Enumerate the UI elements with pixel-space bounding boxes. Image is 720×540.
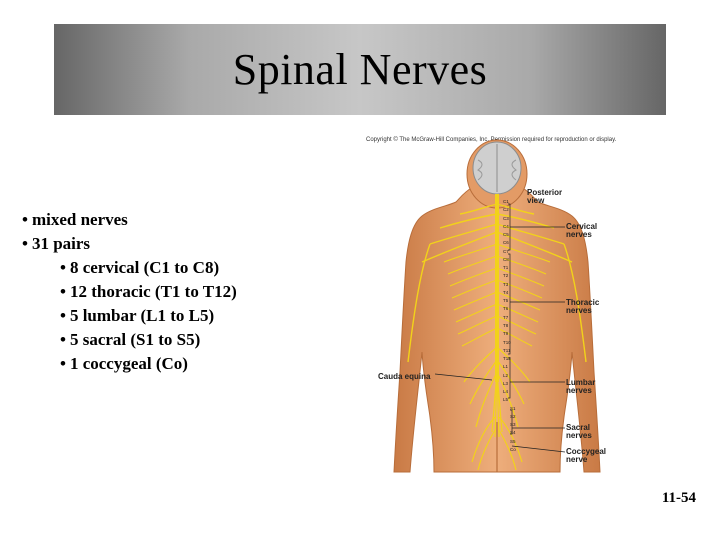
bullet-text: 1 coccygeal (Co)	[69, 354, 188, 373]
segment-label-c6: C6	[503, 240, 509, 246]
segment-label-c3: C3	[503, 215, 509, 221]
bullet-item: •mixed nerves	[22, 208, 352, 232]
bullet-item: •31 pairs	[22, 232, 352, 256]
cauda-equina-label: Cauda equina	[378, 372, 431, 381]
sub-bullet-item: •1 coccygeal (Co)	[22, 352, 352, 376]
segment-label-t3: T3	[503, 281, 509, 287]
segment-label-t10: T10	[503, 339, 511, 345]
bullet-glyph: •	[60, 354, 66, 373]
brain-fold	[511, 159, 517, 181]
label-line: Cervical	[566, 222, 598, 231]
segment-label-t1: T1	[503, 265, 509, 271]
bullet-text: 31 pairs	[31, 234, 91, 253]
segment-label-t5: T5	[503, 298, 509, 304]
figure-copyright: Copyright © The McGraw-Hill Companies, I…	[366, 137, 617, 143]
segment-label-t6: T6	[503, 306, 509, 312]
thoracic-nerve-branches	[443, 243, 551, 347]
view-label-line: view	[527, 196, 545, 205]
segment-label-c4: C4	[503, 223, 509, 229]
slide-title: Spinal Nerves	[232, 45, 488, 94]
bullet-text: 12 thoracic (T1 to T12)	[69, 282, 237, 301]
label-line: nerves	[566, 431, 592, 440]
segment-label-t7: T7	[503, 314, 509, 320]
lumbar-nerves-label: Lumbar nerves	[566, 379, 595, 395]
lumbar-nerve-branches	[463, 346, 531, 428]
segment-label-c7: C7	[503, 248, 509, 254]
segment-label-l4: L4	[503, 389, 509, 395]
sub-bullet-item: •5 sacral (S1 to S5)	[22, 328, 352, 352]
title-bar: Spinal Nerves	[54, 24, 666, 115]
sub-bullet-item: •8 cervical (C1 to C8)	[22, 256, 352, 280]
segment-label-c1: C1	[503, 199, 509, 204]
segment-label-c2: C2	[503, 207, 509, 213]
sub-bullet-item: •12 thoracic (T1 to T12)	[22, 280, 352, 304]
bullet-glyph: •	[22, 210, 28, 229]
label-line: nerves	[566, 306, 592, 315]
bullet-text: 5 sacral (S1 to S5)	[69, 330, 201, 349]
segment-label-t11: T11	[503, 347, 511, 353]
label-line: nerves	[566, 230, 592, 239]
cervical-nerve-branches	[407, 203, 587, 363]
segment-label-t9: T9	[503, 331, 509, 337]
slide-number: 11-54	[661, 490, 696, 506]
bullet-glyph: •	[60, 282, 66, 301]
sacral-nerves-label: Sacral nerves	[566, 424, 592, 440]
segment-label-s3: S3	[510, 422, 516, 428]
segment-label-c5: C5	[503, 232, 509, 238]
segment-label-t4: T4	[503, 289, 509, 295]
bullet-glyph: •	[60, 258, 66, 277]
coccygeal-nerve-label: Coccygeal nerve	[566, 448, 606, 464]
segment-label-l3: L3	[503, 380, 509, 386]
segment-label-t12: T12	[503, 356, 511, 362]
label-line: Lumbar	[566, 378, 596, 387]
segment-label-l1: L1	[503, 364, 509, 370]
label-line: nerve	[566, 455, 588, 464]
label-line: Sacral	[566, 423, 591, 432]
segment-label-s2: S2	[510, 413, 516, 419]
segment-label-s1: S1	[510, 405, 516, 411]
label-leader-lines	[434, 203, 566, 453]
bullet-text: mixed nerves	[31, 210, 128, 229]
segment-label-c8: C8	[503, 256, 509, 262]
view-label: Posterior view	[527, 189, 562, 205]
posterior-body-illustration	[393, 139, 601, 473]
segment-label-l5: L5	[503, 397, 509, 403]
bullet-text: 5 lumbar (L1 to L5)	[69, 306, 215, 325]
segment-label-t2: T2	[503, 273, 509, 279]
label-line: Coccygeal	[566, 447, 607, 456]
label-line: Thoracic	[566, 298, 600, 307]
bullet-glyph: •	[22, 234, 28, 253]
brain-fold	[477, 159, 483, 181]
view-label-line: Posterior	[527, 188, 563, 197]
thoracic-nerves-label: Thoracic nerves	[566, 299, 599, 315]
bullet-glyph: •	[60, 306, 66, 325]
bullet-list: •mixed nerves •31 pairs •8 cervical (C1 …	[22, 208, 352, 376]
cauda-equina	[491, 371, 503, 438]
bullet-glyph: •	[60, 330, 66, 349]
cervical-nerves-label: Cervical nerves	[566, 223, 597, 239]
segment-label-s5: S5	[510, 438, 516, 444]
sub-bullet-item: •5 lumbar (L1 to L5)	[22, 304, 352, 328]
segment-label-s4: S4	[510, 430, 516, 436]
segment-label-l2: L2	[503, 372, 509, 378]
segment-label-t8: T8	[503, 323, 509, 328]
sacral-nerve-branches	[471, 416, 523, 471]
label-line: nerves	[566, 386, 592, 395]
segment-label-co: Co	[510, 447, 516, 452]
bullet-text: 8 cervical (C1 to C8)	[69, 258, 220, 277]
